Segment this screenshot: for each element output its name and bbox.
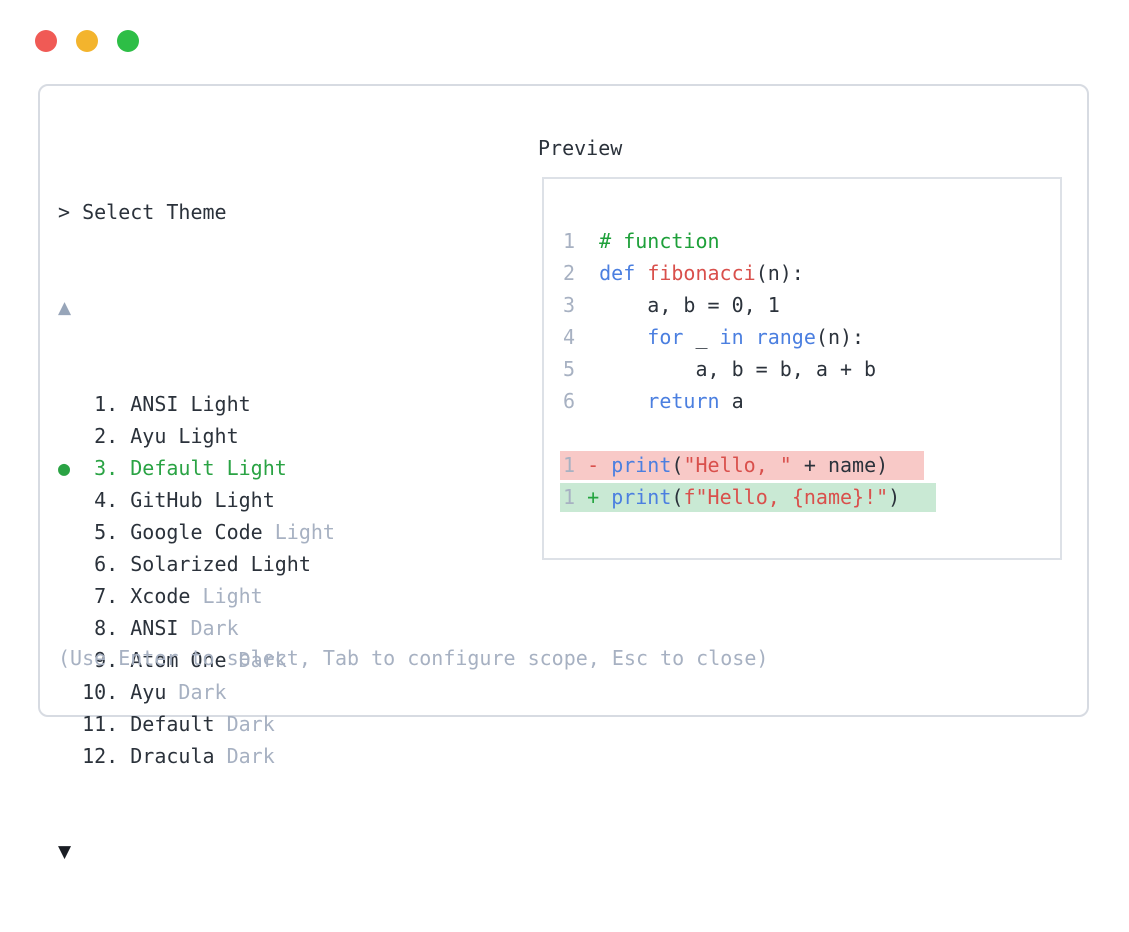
code-line: 1 + print(f"Hello, {name}!") xyxy=(560,481,937,513)
code-line: 2 def fibonacci(n): xyxy=(563,261,804,285)
close-button[interactable] xyxy=(35,30,57,52)
theme-number: 1. xyxy=(94,392,119,416)
theme-option[interactable]: 12. Dracula Dark xyxy=(58,740,335,772)
theme-name: Ayu xyxy=(130,424,167,448)
selected-indicator-icon: ● xyxy=(58,456,71,480)
theme-option[interactable]: ● 3. Default Light xyxy=(58,452,335,484)
theme-variant: Dark xyxy=(190,616,239,640)
theme-number: 7. xyxy=(94,584,119,608)
theme-option[interactable]: 2. Ayu Light xyxy=(58,420,335,452)
theme-name: Default xyxy=(130,712,215,736)
theme-number: 9. xyxy=(94,648,119,672)
theme-variant: Dark xyxy=(226,712,275,736)
theme-variant: Light xyxy=(214,488,275,512)
theme-variant: Dark xyxy=(238,648,287,672)
theme-name: ANSI xyxy=(130,616,179,640)
theme-name: Solarized xyxy=(130,552,239,576)
window-controls xyxy=(35,30,139,52)
theme-option[interactable]: 6. Solarized Light xyxy=(58,548,335,580)
picker-prompt: > Select Theme xyxy=(58,200,227,224)
theme-number: 4. xyxy=(94,488,119,512)
theme-number: 6. xyxy=(94,552,119,576)
theme-name: Google Code xyxy=(130,520,263,544)
code-line: 3 a, b = 0, 1 xyxy=(563,293,780,317)
theme-name: Xcode xyxy=(130,584,191,608)
theme-number: 2. xyxy=(94,424,119,448)
preview-title: Preview xyxy=(538,136,623,160)
theme-variant: Light xyxy=(202,584,263,608)
minimize-button[interactable] xyxy=(76,30,98,52)
maximize-button[interactable] xyxy=(117,30,139,52)
theme-variant: Dark xyxy=(226,744,275,768)
scroll-up-indicator: ▲ xyxy=(58,298,72,318)
theme-option[interactable]: 9. Atom One Dark xyxy=(58,644,335,676)
theme-variant: Dark xyxy=(178,680,227,704)
theme-name: Default xyxy=(130,456,215,480)
theme-name: Atom One xyxy=(130,648,227,672)
theme-variant: Light xyxy=(190,392,251,416)
theme-variant: Light xyxy=(274,520,335,544)
theme-number: 12. xyxy=(82,744,119,768)
theme-variant: Light xyxy=(226,456,287,480)
code-line: 6 return a xyxy=(563,389,744,413)
theme-option[interactable]: 1. ANSI Light xyxy=(58,388,335,420)
diff-add-highlight: 1 + print(f"Hello, {name}!") xyxy=(560,483,937,512)
code-line: 4 for _ in range(n): xyxy=(563,325,865,349)
theme-number: 10. xyxy=(82,680,119,704)
theme-option[interactable]: 8. ANSI Dark xyxy=(58,612,335,644)
code-block: 1 # function 2 def fibonacci(n): 3 a, b = … xyxy=(560,225,937,513)
theme-number: 8. xyxy=(94,616,119,640)
theme-option[interactable]: 11. Default Dark xyxy=(58,708,335,740)
theme-number: 3. xyxy=(94,456,119,480)
theme-option[interactable]: 4. GitHub Light xyxy=(58,484,335,516)
theme-option[interactable]: 7. Xcode Light xyxy=(58,580,335,612)
preview-pane: 1 # function 2 def fibonacci(n): 3 a, b = … xyxy=(542,177,1062,560)
theme-name: GitHub xyxy=(130,488,203,512)
scroll-down-indicator: ▼ xyxy=(58,842,72,862)
theme-variant: Light xyxy=(178,424,239,448)
help-text: (Use Enter to select, Tab to configure s… xyxy=(58,646,769,670)
theme-name: Dracula xyxy=(130,744,215,768)
theme-number: 11. xyxy=(82,712,119,736)
theme-option[interactable]: 10. Ayu Dark xyxy=(58,676,335,708)
theme-option[interactable]: 5. Google Code Light xyxy=(58,516,335,548)
theme-name: ANSI xyxy=(130,392,179,416)
diff-del-highlight: 1 - print("Hello, " + name) xyxy=(560,451,925,480)
code-line: 1 # function xyxy=(563,229,720,253)
code-line: 1 - print("Hello, " + name) xyxy=(560,449,936,481)
code-line xyxy=(563,417,936,449)
code-line: 5 a, b = b, a + b xyxy=(563,357,877,381)
theme-name: Ayu xyxy=(130,680,167,704)
theme-number: 5. xyxy=(94,520,119,544)
theme-variant: Light xyxy=(250,552,311,576)
